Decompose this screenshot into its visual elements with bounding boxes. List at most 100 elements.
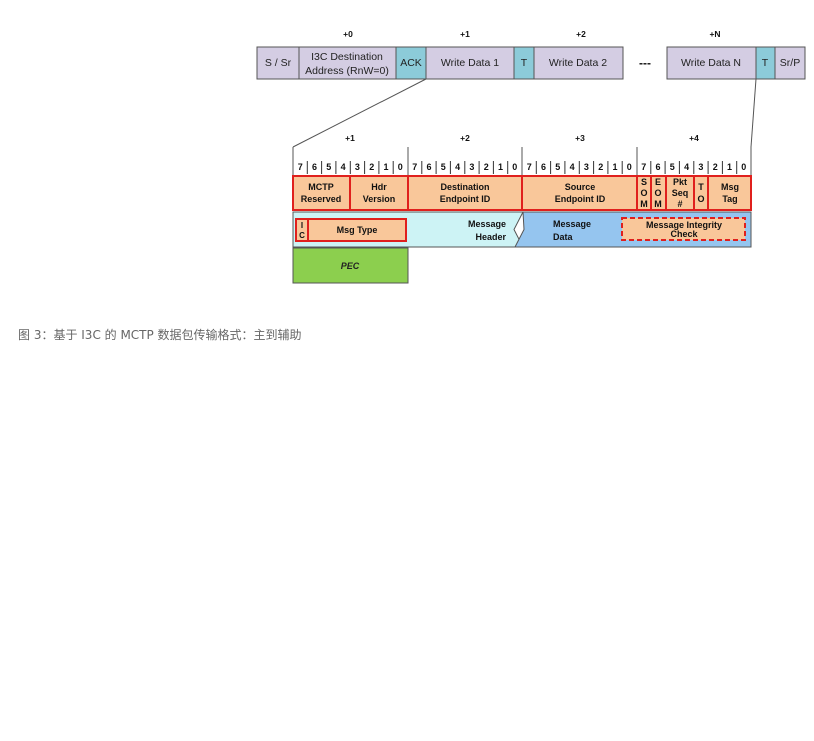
message-header-label: Message [468, 219, 506, 229]
address-cell [298, 46, 397, 80]
destination-eid-label: Destination [440, 182, 489, 192]
start-cell [256, 46, 300, 80]
bit-number: 4 [684, 162, 689, 172]
header-fields: MCTP Reserved Hdr Version Destination En… [292, 175, 752, 211]
bit-number: 1 [727, 162, 732, 172]
detail-byte-label: +2 [460, 133, 470, 143]
bit-number: 0 [627, 162, 632, 172]
bit-number: 3 [355, 162, 360, 172]
bus-byte-label: +2 [576, 29, 586, 39]
expansion-line-left [292, 78, 427, 148]
pkt-seq-label: Seq [672, 188, 689, 198]
ack-cell-label: ACK [400, 57, 422, 69]
start-cell-label: S / Sr [265, 57, 292, 69]
detail-byte-label: +1 [345, 133, 355, 143]
pec-field [292, 247, 409, 284]
bus-byte-label: +1 [460, 29, 470, 39]
bit-number: 5 [326, 162, 331, 172]
source-eid-label: Source [565, 182, 596, 192]
eom-label: O [654, 188, 661, 198]
ack-cell [395, 46, 427, 80]
bit-number: 7 [527, 162, 532, 172]
message-header-label: Header [475, 232, 506, 242]
som-label: M [640, 199, 648, 209]
som-label: O [640, 188, 647, 198]
hdr-version-label: Hdr [371, 182, 387, 192]
detail-byte-label: +3 [575, 133, 585, 143]
eom-label: E [655, 177, 661, 187]
bit-number: 2 [369, 162, 374, 172]
hdr-version-label: Version [363, 194, 396, 204]
bit-number: 2 [713, 162, 718, 172]
to-label: T [698, 182, 704, 192]
bus-byte-label: +0 [343, 29, 353, 39]
expansion-line-right [750, 78, 757, 148]
mctp-reserved-label: MCTP [308, 182, 334, 192]
bit-number: 4 [455, 162, 460, 172]
eom-label: M [654, 199, 662, 209]
bit-number: 1 [498, 162, 503, 172]
bit-number: 6 [426, 162, 431, 172]
source-eid-field [521, 175, 638, 211]
ic-label: C [299, 231, 305, 240]
integrity-check-label: Message Integrity [646, 220, 722, 230]
pkt-seq-label: # [677, 199, 682, 209]
hdr-version-field [349, 175, 409, 211]
figure-caption: 图 3：基于 I3C 的 MCTP 数据包传输格式：主到辅助 [18, 328, 302, 342]
bit-number: 1 [383, 162, 388, 172]
msg-tag-field [707, 175, 752, 211]
message-data-label: Data [553, 232, 574, 242]
bit-number: 7 [412, 162, 417, 172]
to-label: O [697, 194, 704, 204]
bit-number: 3 [469, 162, 474, 172]
bit-number: 2 [598, 162, 603, 172]
t-bit-label: T [762, 57, 769, 69]
bit-number: 4 [570, 162, 575, 172]
bus-byte-label: +N [709, 29, 720, 39]
pkt-seq-field [665, 175, 695, 211]
bit-number: 5 [555, 162, 560, 172]
bit-number: 7 [641, 162, 646, 172]
integrity-check-field [621, 217, 746, 241]
source-eid-label: Endpoint ID [555, 194, 606, 204]
bus-frame: S / Sr I3C Destination Address (RnW=0) A… [256, 46, 806, 80]
destination-eid-label: Endpoint ID [440, 194, 491, 204]
bit-number: 5 [670, 162, 675, 172]
bit-number: 1 [612, 162, 617, 172]
mctp-reserved-label: Reserved [301, 194, 342, 204]
bit-number: 5 [441, 162, 446, 172]
bit-number: 6 [541, 162, 546, 172]
msg-type-field [307, 218, 407, 242]
ellipsis: --- [639, 56, 651, 70]
byte-boundaries [292, 147, 752, 175]
bit-number: 6 [312, 162, 317, 172]
write-data-1-label: Write Data 1 [441, 57, 499, 69]
msg-tag-label: Msg [721, 182, 739, 192]
pec-label: PEC [341, 261, 360, 271]
msg-type-label: Msg Type [337, 225, 378, 235]
write-data-2-label: Write Data 2 [549, 57, 607, 69]
msg-tag-label: Tag [722, 194, 737, 204]
bit-number: 4 [341, 162, 346, 172]
stop-cell [774, 46, 806, 80]
write-data-n-label: Write Data N [681, 57, 741, 69]
bit-number: 7 [298, 162, 303, 172]
pkt-seq-label: Pkt [673, 177, 687, 187]
write-data-n-cell [666, 46, 757, 80]
write-data-2-cell [533, 46, 624, 80]
message-data-label: Message [553, 219, 591, 229]
t-bit-label: T [521, 57, 528, 69]
address-cell-label: Address (RnW=0) [305, 65, 389, 77]
bit-number: 6 [655, 162, 660, 172]
destination-eid-field [407, 175, 523, 211]
som-label: S [641, 177, 647, 187]
bit-number: 3 [698, 162, 703, 172]
message-body-row: I C Msg Type Message Header Message Data… [292, 211, 752, 248]
bit-number: 0 [398, 162, 403, 172]
bit-number: 0 [741, 162, 746, 172]
ic-label: I [301, 221, 303, 230]
bit-number: 3 [584, 162, 589, 172]
address-cell-label: I3C Destination [311, 51, 383, 63]
detail-byte-label: +4 [689, 133, 699, 143]
